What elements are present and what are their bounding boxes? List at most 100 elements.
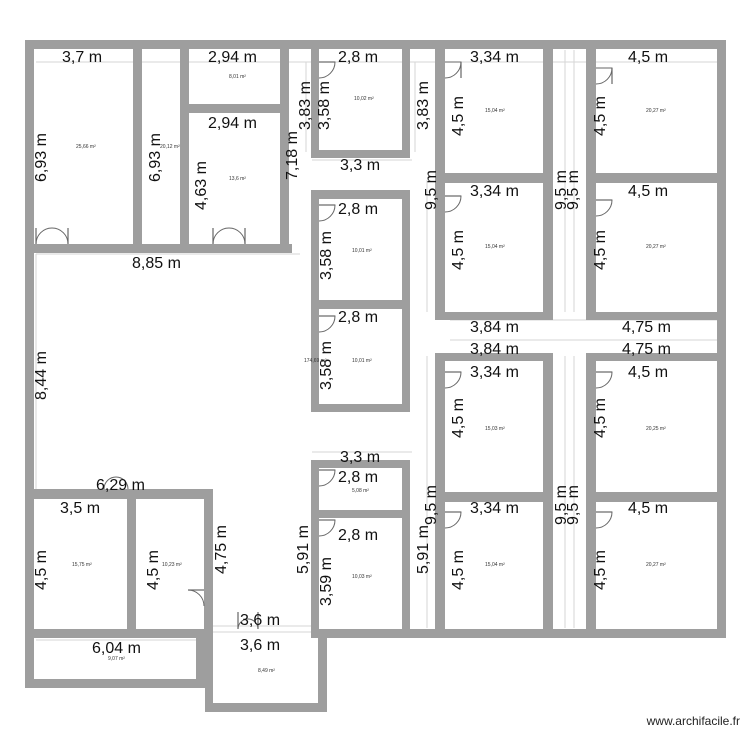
room-area: 20,25 m² xyxy=(646,426,666,432)
dim-label: 4,5 m xyxy=(628,183,668,200)
doors xyxy=(35,61,613,630)
door-icon xyxy=(444,371,462,389)
room-area: 20,27 m² xyxy=(646,562,666,568)
dim-label: 9,5 m xyxy=(423,170,440,210)
room-area: 15,04 m² xyxy=(485,244,505,250)
door-icon xyxy=(237,612,259,630)
dim-label: 3,83 m xyxy=(415,81,432,130)
dim-label: 3,83 m xyxy=(297,81,314,130)
room-area: 15,04 m² xyxy=(485,108,505,114)
room-area: 25,66 m² xyxy=(76,144,96,150)
dim-label: 8,85 m xyxy=(132,255,181,272)
room-area: 15,04 m² xyxy=(485,562,505,568)
dim-label: 7,18 m xyxy=(284,131,301,180)
dim-label: 3,34 m xyxy=(470,183,519,200)
dim-label: 4,5 m xyxy=(33,550,50,590)
dim-label: 6,93 m xyxy=(33,133,50,182)
door-icon xyxy=(318,469,336,487)
dim-label: 2,8 m xyxy=(338,527,378,544)
door-icon xyxy=(595,371,613,389)
dim-label: 4,5 m xyxy=(592,96,609,136)
dim-label: 9,5 m xyxy=(553,485,570,525)
room-area: 15,75 m² xyxy=(72,562,92,568)
dim-label: 3,84 m xyxy=(470,319,519,336)
dim-label: 9,5 m xyxy=(423,485,440,525)
dim-label: 2,8 m xyxy=(338,201,378,218)
door-icon xyxy=(318,315,336,333)
dim-label: 3,58 m xyxy=(318,341,335,390)
dim-label: 2,8 m xyxy=(338,309,378,326)
door-icon xyxy=(318,204,336,222)
dim-label: 2,8 m xyxy=(338,469,378,486)
dim-label: 3,3 m xyxy=(340,157,380,174)
room-area: 20,27 m² xyxy=(646,244,666,250)
room-area: 20,12 m² xyxy=(160,144,180,150)
watermark: www.archifacile.fr xyxy=(646,714,740,728)
dim-label: 3,84 m xyxy=(470,341,519,358)
room-area: 13,6 m² xyxy=(229,176,246,182)
door-icon xyxy=(444,195,462,213)
dim-label: 4,5 m xyxy=(450,398,467,438)
door-icon xyxy=(187,589,205,607)
room-area: 8,49 m² xyxy=(258,668,275,674)
room-area: 10,02 m² xyxy=(354,96,374,102)
room-area: 20,27 m² xyxy=(646,108,666,114)
dim-label: 6,04 m xyxy=(92,640,141,657)
dim-label: 4,5 m xyxy=(145,550,162,590)
dim-label: 4,75 m xyxy=(213,525,230,574)
room-area: 15,03 m² xyxy=(485,426,505,432)
room-area: 10,23 m² xyxy=(162,562,182,568)
room-area: 10,03 m² xyxy=(352,574,372,580)
dimension-labels: 3,7 m 2,94 m 2,94 m 2,8 m 3,34 m 4,5 m 6… xyxy=(33,49,671,657)
dim-label: 5,91 m xyxy=(295,525,312,574)
door-icon xyxy=(444,61,462,79)
dim-label: 3,59 m xyxy=(318,557,335,606)
dim-label: 8,44 m xyxy=(33,351,50,400)
dim-label: 5,91 m xyxy=(415,525,432,574)
room-areas: 25,66 m² 20,12 m² 8,01 m² 13,6 m² 10,02 … xyxy=(72,74,666,674)
room-area: 174,69 m² xyxy=(304,358,327,364)
door-icon xyxy=(444,511,462,529)
room-area: 8,01 m² xyxy=(229,74,246,80)
dim-label: 4,5 m xyxy=(592,398,609,438)
door-icon xyxy=(318,61,336,79)
dim-label: 3,58 m xyxy=(316,81,333,130)
dim-label: 4,75 m xyxy=(622,341,671,358)
dim-label: 4,5 m xyxy=(450,230,467,270)
dimension-guides xyxy=(35,50,718,641)
door-icon xyxy=(103,476,129,490)
dim-label: 2,94 m xyxy=(208,49,257,66)
dim-label: 3,34 m xyxy=(470,500,519,517)
dim-label: 3,7 m xyxy=(62,49,102,66)
dim-label: 4,5 m xyxy=(592,230,609,270)
dim-label: 4,63 m xyxy=(193,161,210,210)
dim-label: 3,5 m xyxy=(60,500,100,517)
dim-label: 3,34 m xyxy=(470,49,519,66)
dim-label: 3,3 m xyxy=(340,449,380,466)
dim-label: 2,94 m xyxy=(208,115,257,132)
dim-label: 3,34 m xyxy=(470,364,519,381)
double-door-icon xyxy=(212,227,246,245)
dim-label: 6,29 m xyxy=(96,477,145,494)
room-area: 5,08 m² xyxy=(352,488,369,494)
dim-label: 4,75 m xyxy=(622,319,671,336)
dim-label: 4,5 m xyxy=(450,96,467,136)
room-area: 9,07 m² xyxy=(108,656,125,662)
door-icon xyxy=(595,199,613,217)
dim-label: 9,5 m xyxy=(565,485,582,525)
dim-label: 2,8 m xyxy=(338,49,378,66)
dim-label: 3,6 m xyxy=(240,612,280,629)
dim-label: 3,6 m xyxy=(240,637,280,654)
door-icon xyxy=(318,519,336,537)
dim-label: 6,93 m xyxy=(147,133,164,182)
double-door-icon xyxy=(35,227,69,245)
dim-label: 4,5 m xyxy=(450,550,467,590)
walls xyxy=(25,40,726,712)
dim-label: 3,58 m xyxy=(318,231,335,280)
dim-label: 4,5 m xyxy=(628,500,668,517)
room-area: 10,01 m² xyxy=(352,358,372,364)
dim-label: 4,5 m xyxy=(592,550,609,590)
door-icon xyxy=(595,511,613,529)
dim-label: 4,5 m xyxy=(628,49,668,66)
